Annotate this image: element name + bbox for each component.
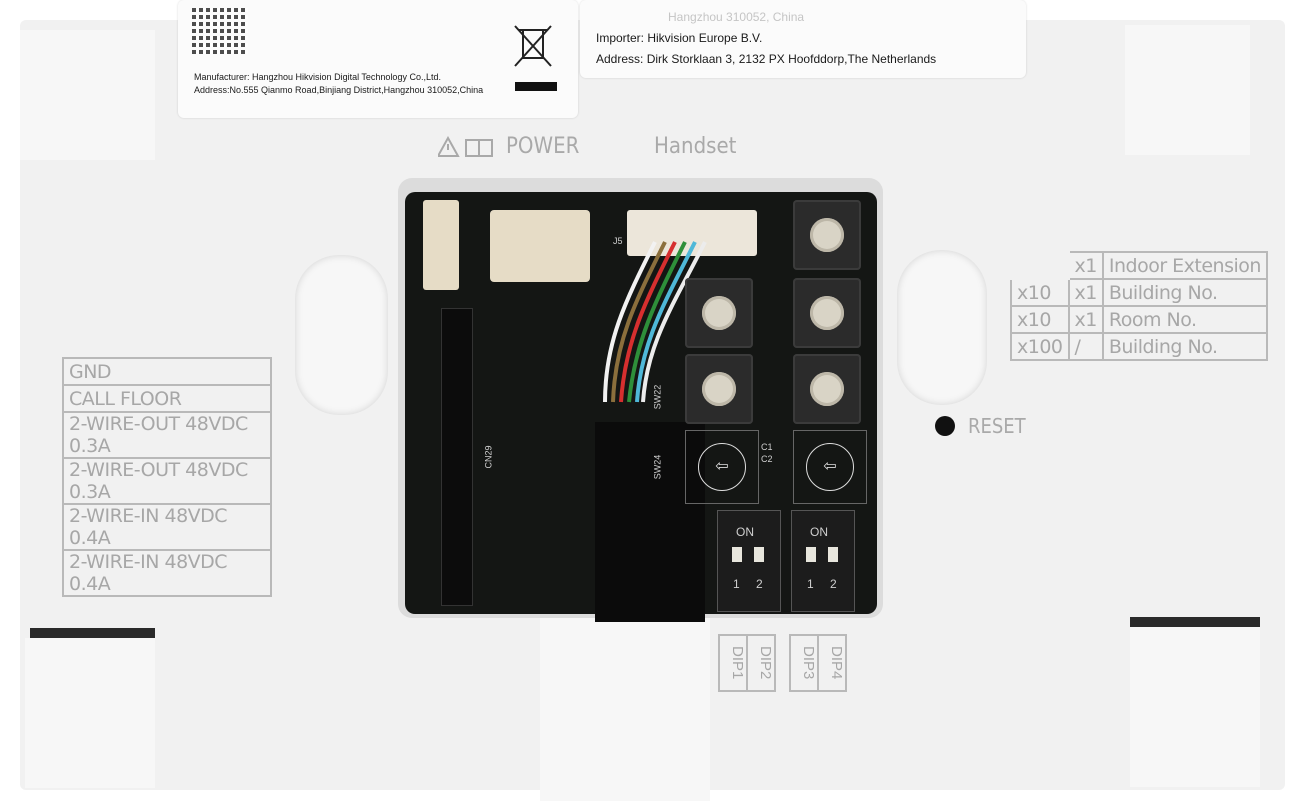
table-row: x100 / Building No. [1010,332,1268,361]
label-cell: Building No. [1101,332,1268,361]
arrow-icon: ⇦ [698,443,746,491]
manufacturer-address-text: Address:No.555 Qianmo Road,Binjiang Dist… [194,85,484,95]
circuit-board: J5 CN29 SW22 SW24 C1 C2 ⇦ ⇦ ON 1 2 ON 1 [405,192,877,622]
label-cell: Indoor Extension [1101,251,1268,280]
rotary-switch[interactable] [685,354,753,424]
reset-button[interactable] [935,416,955,436]
unit-cell: x1 [1067,278,1104,307]
reset-label: RESET [968,414,1026,438]
table-cell: GND [62,357,272,386]
table-row: x10 x1 Room No. [1010,305,1268,334]
sw22-label: SW22 [652,384,663,410]
power-connector[interactable] [423,200,459,290]
dip1-label: DIP1 [718,634,748,692]
table-cell: CALL FLOOR [62,384,272,413]
address-legend-table: x1 Indoor Extension x10 x1 Building No. … [1010,251,1268,361]
right-slot [1130,617,1260,627]
table-row: x1 Indoor Extension [1011,251,1268,280]
importer-text: Importer: Hikvision Europe B.V. [596,31,763,45]
dip3-label: DIP3 [789,634,819,692]
terminal-block-cn29[interactable] [441,308,473,606]
table-row: CALL FLOOR [62,384,272,413]
c2-label: C2 [761,454,773,464]
dip-switch-3-4[interactable]: ON 1 2 [791,510,855,612]
rotary-switch[interactable] [685,278,753,348]
table-row: 2-WIRE-OUT 48VDC 0.3A [62,457,272,505]
warning-manual-icons [436,135,498,158]
unit-cell: x1 [1067,305,1104,334]
label-sticker-left: Manufacturer: Hangzhou Hikvision Digital… [178,0,578,118]
label-cell: Building No. [1101,278,1268,307]
table-cell: 2-WIRE-IN 48VDC 0.4A [62,549,272,597]
handset-label: Handset [654,134,737,159]
mount-hole-left [295,255,388,415]
unit-cell: x1 [1067,251,1104,280]
table-row: 2-WIRE-IN 48VDC 0.4A [62,549,272,597]
manufacturer-text: Manufacturer: Hangzhou Hikvision Digital… [194,72,441,82]
arrow-switch-right[interactable]: ⇦ [793,430,867,504]
multiplier-cell: x10 [1010,305,1070,334]
label-sticker-right: Hangzhou 310052, China Importer: Hikvisi… [580,0,1026,78]
table-row: 2-WIRE-OUT 48VDC 0.3A [62,411,272,459]
table-cell: 2-WIRE-OUT 48VDC 0.3A [62,457,272,505]
power-label: POWER [506,134,580,159]
sticker-top-line: Hangzhou 310052, China [668,10,805,24]
unit-cell: / [1067,332,1104,361]
dip2-label: DIP2 [746,634,776,692]
handset-wires [595,241,707,622]
sw24-label: SW24 [652,454,663,480]
dip-number: 2 [830,577,837,591]
crossed-bin-icon [511,22,555,68]
dip-toggle[interactable] [806,547,816,562]
rotary-switch[interactable] [793,278,861,348]
bottom-notch [540,615,710,801]
dip-toggle[interactable] [754,547,764,562]
table-cell: 2-WIRE-IN 48VDC 0.4A [62,503,272,551]
cn29-label: CN29 [483,445,494,469]
dip-number: 2 [756,577,763,591]
lower-right-tab [1130,627,1260,787]
j5-label: J5 [613,236,623,246]
rotary-switch[interactable] [793,354,861,424]
left-slot [30,628,155,638]
multiplier-cell: x100 [1010,332,1070,361]
dip-switch-1-2[interactable]: ON 1 2 [717,510,781,612]
handset-connector[interactable] [490,210,590,282]
rotary-switch[interactable] [793,200,861,270]
table-row: GND [62,357,272,386]
multiplier-cell: x10 [1010,278,1070,307]
terminal-legend-table: GND CALL FLOOR 2-WIRE-OUT 48VDC 0.3A 2-W… [62,357,272,597]
table-row: x10 x1 Building No. [1010,278,1268,307]
importer-address-text: Address: Dirk Storklaan 3, 2132 PX Hoofd… [596,52,937,66]
arrow-switch-left[interactable]: ⇦ [685,430,759,504]
multiplier-cell [1011,252,1069,279]
dip-number: 1 [733,577,740,591]
arrow-icon: ⇦ [806,443,854,491]
dip-on-label: ON [736,525,754,539]
dip-on-label: ON [810,525,828,539]
dip-toggle[interactable] [732,547,742,562]
dip-number: 1 [807,577,814,591]
plate-right-notch [1125,25,1250,155]
dip4-label: DIP4 [817,634,847,692]
table-row: 2-WIRE-IN 48VDC 0.4A [62,503,272,551]
table-cell: 2-WIRE-OUT 48VDC 0.3A [62,411,272,459]
dip-toggle[interactable] [828,547,838,562]
weee-bar [515,82,557,91]
plate-left-notch [20,30,155,160]
qr-code-icon [192,6,248,54]
label-cell: Room No. [1101,305,1268,334]
lower-left-tab [25,638,155,788]
c1-label: C1 [761,442,773,452]
mount-hole-right [897,250,987,405]
